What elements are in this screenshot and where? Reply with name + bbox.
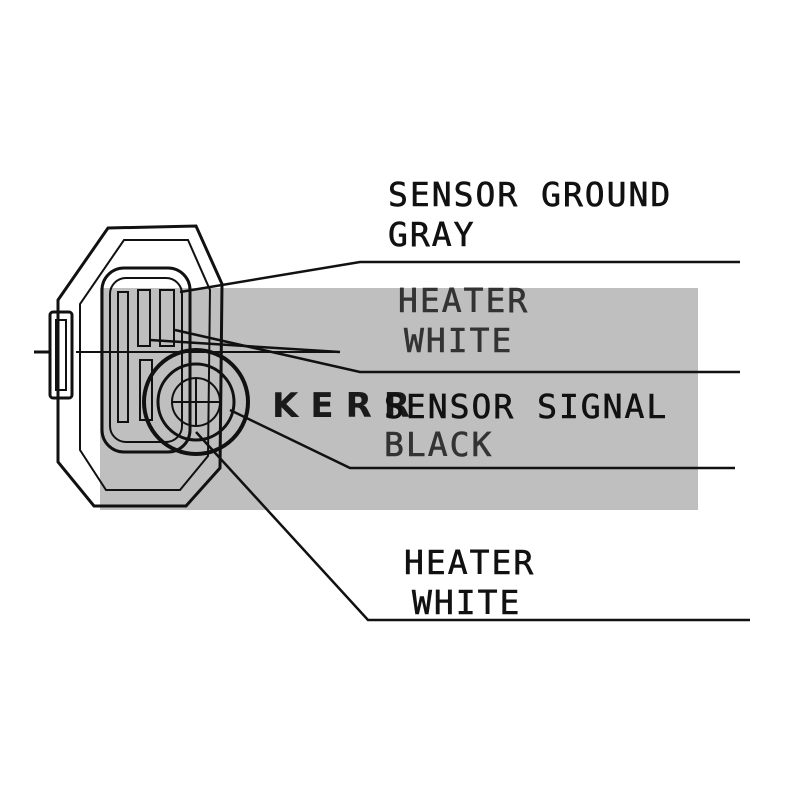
leader-sensor-signal: [174, 328, 740, 374]
leader-black: [229, 408, 735, 470]
leader-lines: [76, 260, 750, 622]
label-sensor-signal: SENSOR SIGNAL: [384, 387, 668, 426]
watermark-panel: [100, 288, 698, 510]
leader-sensor-ground: [179, 260, 740, 294]
label-heater-top: HEATER: [398, 281, 529, 320]
watermark-text: KERR: [272, 386, 422, 426]
label-white-top: WHITE: [404, 321, 513, 360]
leader-heater-bottom: [195, 431, 750, 622]
label-black: BLACK: [384, 425, 493, 464]
connector-body: [34, 224, 250, 508]
label-heater-bottom: HEATER: [404, 543, 535, 582]
label-gray: GRAY: [388, 215, 475, 254]
label-sensor-ground: SENSOR GROUND: [388, 175, 672, 214]
label-white-bottom: WHITE: [412, 583, 521, 622]
